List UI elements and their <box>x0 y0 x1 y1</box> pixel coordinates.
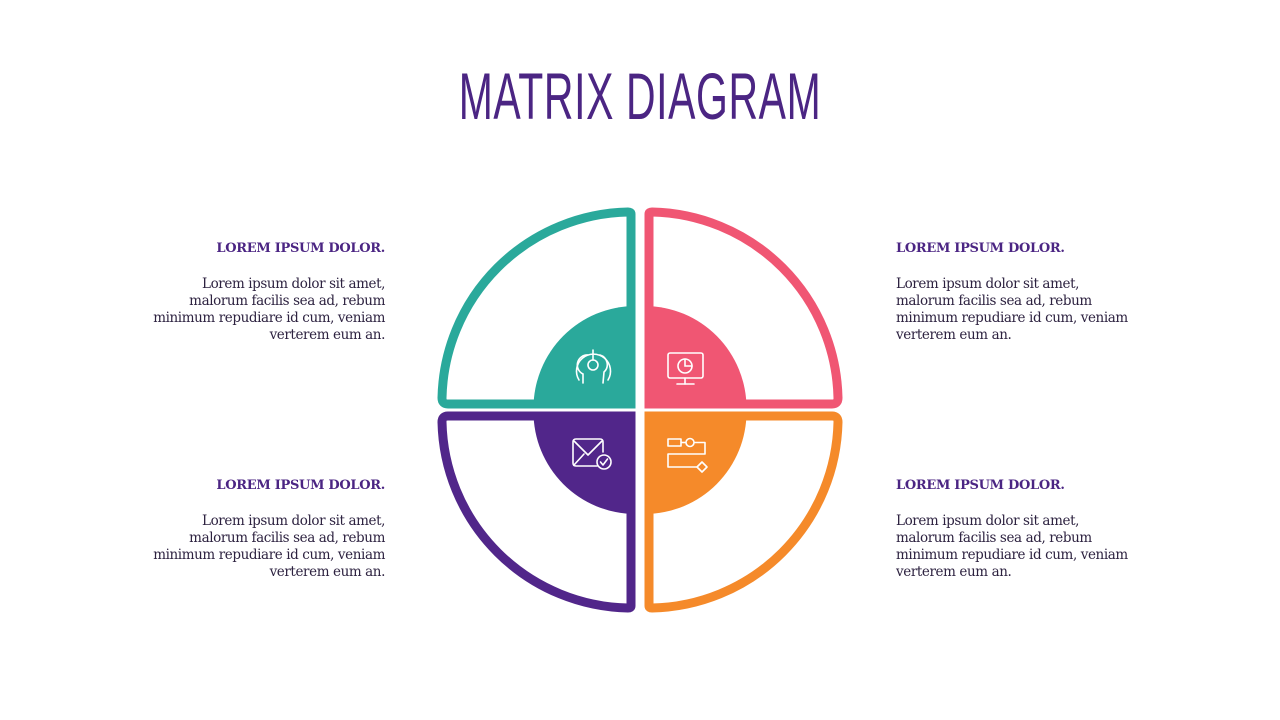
page-title: MATRIX DIAGRAM <box>458 59 822 133</box>
monitor-pie-chart-icon <box>667 352 704 385</box>
block-heading: LOREM IPSUM DOLOR. <box>216 241 385 256</box>
text-block-bottom-left: LOREM IPSUM DOLOR. Lorem ipsum dolor sit… <box>125 478 385 581</box>
quadrant-top-left <box>437 207 636 409</box>
block-heading: LOREM IPSUM DOLOR. <box>896 478 1065 493</box>
workflow-icon <box>667 437 708 473</box>
block-body: Lorem ipsum dolor sit amet, malorum faci… <box>153 276 385 343</box>
text-block-bottom-right: LOREM IPSUM DOLOR. Lorem ipsum dolor sit… <box>896 478 1156 581</box>
quadrant-bottom-right <box>644 411 843 613</box>
block-heading: LOREM IPSUM DOLOR. <box>896 241 1065 256</box>
text-block-top-right: LOREM IPSUM DOLOR. Lorem ipsum dolor sit… <box>896 241 1156 344</box>
block-body: Lorem ipsum dolor sit amet, malorum faci… <box>896 276 1128 343</box>
block-body: Lorem ipsum dolor sit amet, malorum faci… <box>153 513 385 580</box>
quadrant-top-right <box>644 207 843 409</box>
block-heading: LOREM IPSUM DOLOR. <box>216 478 385 493</box>
block-body: Lorem ipsum dolor sit amet, malorum faci… <box>896 513 1128 580</box>
text-block-top-left: LOREM IPSUM DOLOR. Lorem ipsum dolor sit… <box>125 241 385 344</box>
headset-head-icon <box>575 349 612 384</box>
quadrant-bottom-left <box>437 411 636 613</box>
envelope-check-icon <box>572 438 612 470</box>
